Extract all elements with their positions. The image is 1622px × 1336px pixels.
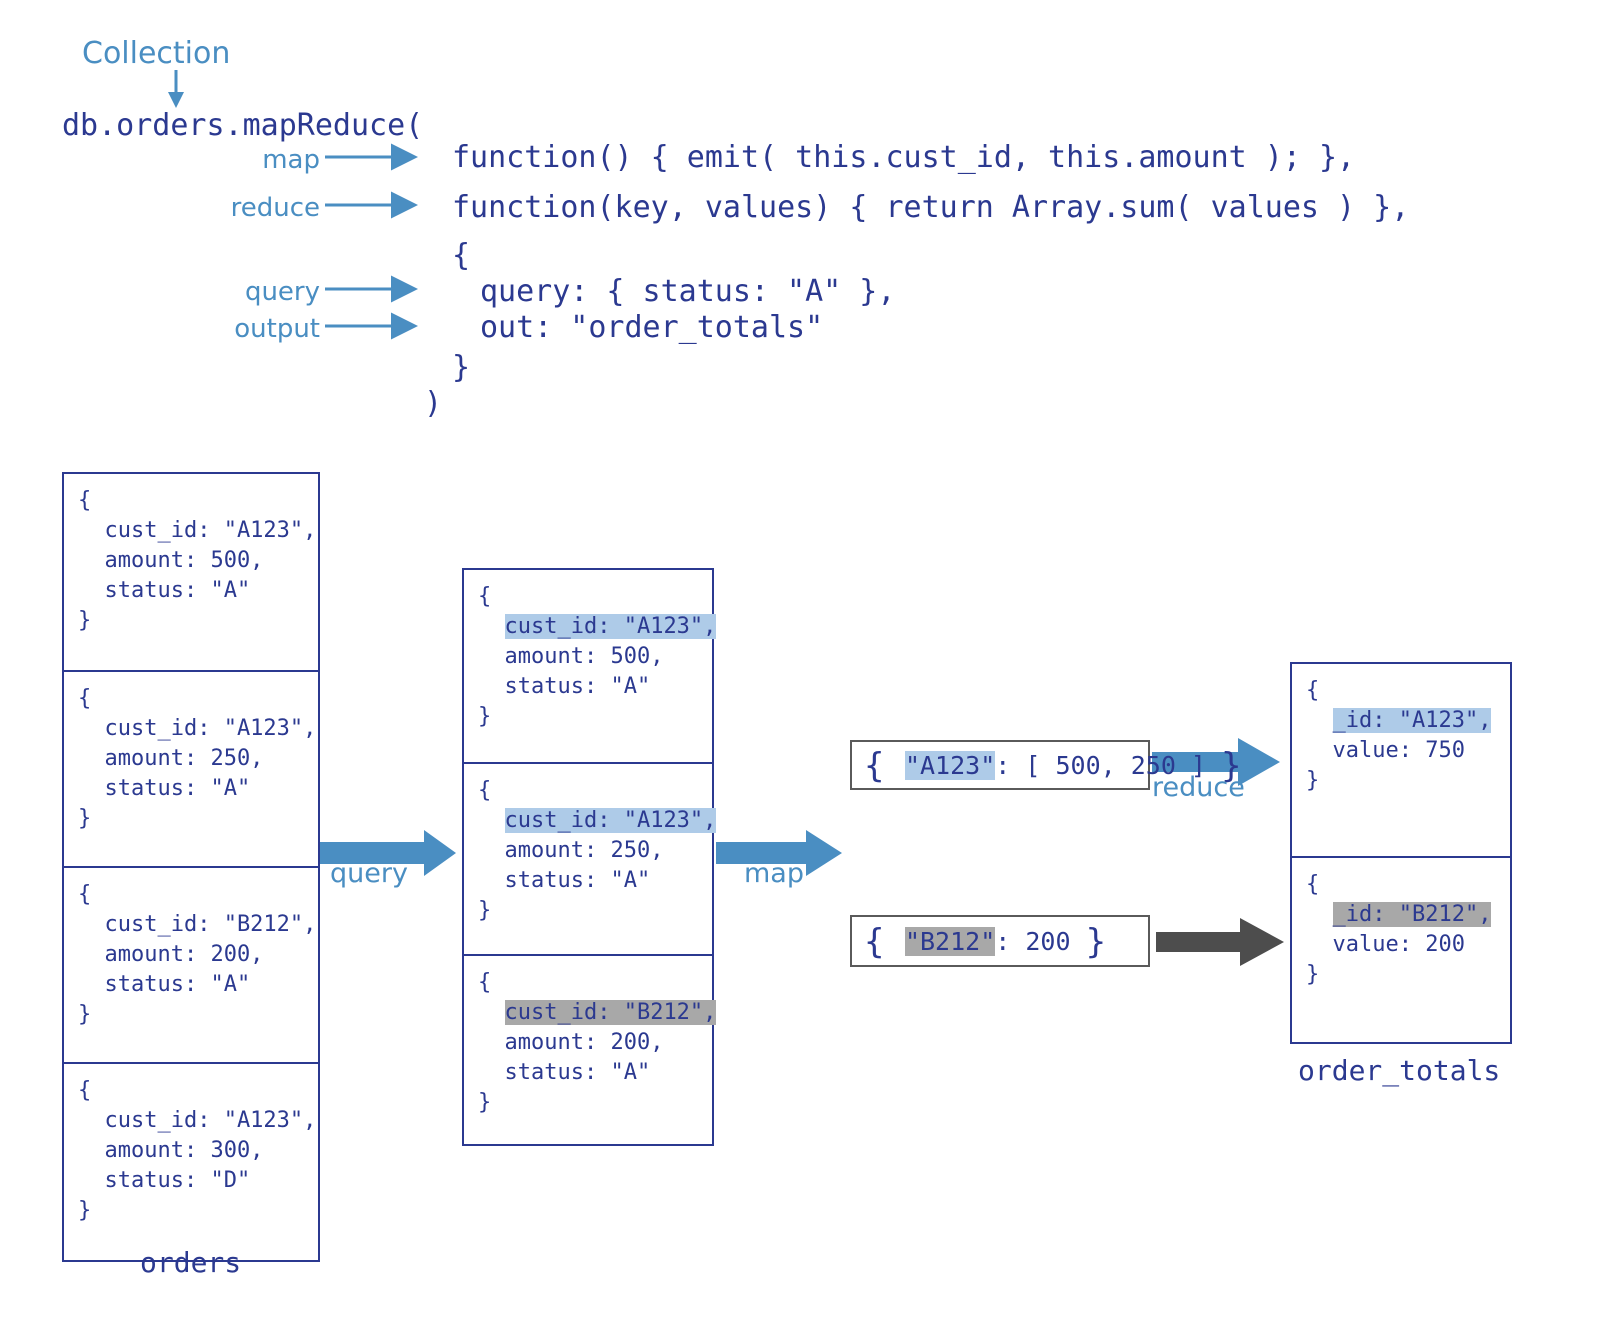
orders-collection-caption: orders: [140, 1246, 242, 1279]
code-close-paren: ): [424, 386, 443, 421]
field-cust-id: cust_id: "A123",: [78, 716, 317, 741]
brace-open: {: [78, 686, 92, 711]
emitted-key-highlighted: "B212": [904, 926, 996, 956]
field-amount: amount: 500,: [504, 644, 664, 669]
code-reduce-function: function(key, values) { return Array.sum…: [452, 190, 1410, 225]
field-status: status: "D": [78, 1168, 251, 1193]
code-options-close-brace: }: [452, 350, 471, 385]
field-value: value: 750: [1332, 738, 1465, 763]
field-status: status: "A": [78, 972, 251, 997]
code-query-option: query: { status: "A" },: [480, 274, 896, 309]
orders-collection-box: { cust_id: "A123", amount: 500, status: …: [62, 472, 320, 1262]
field-amount: amount: 200,: [504, 1030, 664, 1055]
output-doc-body: { _id: "B212", value: 200 }: [1292, 858, 1510, 990]
field-id-highlighted: _id: "A123",: [1332, 708, 1492, 733]
field-cust-id: cust_id: "A123",: [78, 1108, 317, 1133]
field-amount: amount: 500,: [78, 548, 264, 573]
brace-close: }: [1306, 962, 1320, 987]
brace-close: }: [78, 806, 92, 831]
query-doc-body: { cust_id: "A123", amount: 250, status: …: [464, 764, 717, 926]
orders-doc-body: { cust_id: "A123", amount: 250, status: …: [64, 672, 318, 834]
collection-pointer-arrow: [168, 70, 184, 108]
field-cust-id: cust_id: "B212",: [78, 912, 317, 937]
emitted-pair-box: { "A123": [ 500, 250 ] }: [850, 740, 1242, 790]
field-amount: amount: 200,: [78, 942, 264, 967]
brace-open: {: [478, 584, 492, 609]
orders-doc-body: { cust_id: "A123", amount: 300, status: …: [64, 1064, 318, 1226]
field-amount: amount: 300,: [78, 1138, 264, 1163]
brace-open: {: [1306, 872, 1320, 897]
output-doc-body: { _id: "A123", value: 750 }: [1292, 664, 1510, 796]
param-label-query: query: [244, 277, 320, 307]
emitted-values: : [ 500, 250 ]: [995, 750, 1222, 780]
field-value: value: 200: [1332, 932, 1465, 957]
query-result-document: { cust_id: "B212", amount: 200, status: …: [464, 954, 717, 1144]
brace-close: }: [1221, 745, 1242, 786]
emitted-pair-text: { "A123": [ 500, 250 ] }: [852, 749, 1242, 783]
orders-document: { cust_id: "A123", amount: 250, status: …: [64, 670, 318, 866]
field-status: status: "A": [504, 868, 651, 893]
field-status: status: "A": [504, 674, 651, 699]
code-options-open-brace: {: [452, 238, 471, 273]
order-totals-caption: order_totals: [1298, 1054, 1501, 1087]
collection-label: Collection: [82, 36, 231, 71]
output-document: { _id: "A123", value: 750 }: [1292, 664, 1510, 856]
query-doc-body: { cust_id: "A123", amount: 500, status: …: [464, 570, 717, 732]
flow-label-query: query: [330, 858, 408, 889]
emitted-key-highlighted: "A123": [904, 750, 996, 780]
brace-open: {: [478, 970, 492, 995]
order-totals-box: { _id: "A123", value: 750 } { _id: "B212…: [1290, 662, 1512, 1044]
field-cust-id-highlighted: cust_id: "B212",: [504, 1000, 717, 1025]
field-amount: amount: 250,: [504, 838, 664, 863]
query-result-document: { cust_id: "A123", amount: 250, status: …: [464, 762, 717, 954]
brace-open: {: [78, 488, 92, 513]
orders-doc-body: { cust_id: "B212", amount: 200, status: …: [64, 868, 318, 1030]
brace-close: }: [478, 898, 492, 923]
brace-open: {: [78, 882, 92, 907]
brace-open: {: [864, 745, 905, 786]
field-status: status: "A": [504, 1060, 651, 1085]
field-cust-id-highlighted: cust_id: "A123",: [504, 614, 717, 639]
field-status: status: "A": [78, 578, 251, 603]
param-label-map: map: [262, 145, 320, 175]
brace-close: }: [1306, 768, 1320, 793]
query-doc-body: { cust_id: "B212", amount: 200, status: …: [464, 956, 717, 1118]
field-status: status: "A": [78, 776, 251, 801]
query-result-box: { cust_id: "A123", amount: 500, status: …: [462, 568, 717, 1146]
brace-close: }: [1085, 921, 1107, 962]
flow-label-map: map: [744, 858, 804, 889]
orders-doc-body: { cust_id: "A123", amount: 500, status: …: [64, 474, 318, 636]
code-out-option: out: "order_totals": [480, 310, 824, 345]
brace-open: {: [78, 1078, 92, 1103]
output-document: { _id: "B212", value: 200 }: [1292, 856, 1510, 1042]
orders-document: { cust_id: "A123", amount: 500, status: …: [64, 474, 318, 670]
orders-document: { cust_id: "A123", amount: 300, status: …: [64, 1062, 318, 1260]
field-id-highlighted: _id: "B212",: [1332, 902, 1492, 927]
field-amount: amount: 250,: [78, 746, 264, 771]
brace-open: {: [864, 921, 905, 962]
brace-close: }: [78, 1198, 92, 1223]
emitted-values: : 200: [995, 926, 1086, 956]
param-label-reduce: reduce: [230, 193, 320, 223]
field-cust-id-highlighted: cust_id: "A123",: [504, 808, 717, 833]
brace-close: }: [78, 608, 92, 633]
emitted-pair-box: { "B212": 200 }: [850, 915, 1150, 967]
param-label-output: output: [234, 314, 320, 344]
emitted-pair-text: { "B212": 200 }: [852, 925, 1106, 959]
brace-close: }: [478, 1090, 492, 1115]
orders-document: { cust_id: "B212", amount: 200, status: …: [64, 866, 318, 1062]
query-result-document: { cust_id: "A123", amount: 500, status: …: [464, 570, 717, 762]
brace-close: }: [478, 704, 492, 729]
flow-arrow-passthrough: [1156, 918, 1284, 966]
flow-label-reduce: reduce: [1152, 772, 1245, 803]
brace-open: {: [478, 778, 492, 803]
code-map-function: function() { emit( this.cust_id, this.am…: [452, 140, 1356, 175]
brace-open: {: [1306, 678, 1320, 703]
mapreduce-call-line: db.orders.mapReduce(: [62, 108, 424, 143]
field-cust-id: cust_id: "A123",: [78, 518, 317, 543]
brace-close: }: [78, 1002, 92, 1027]
